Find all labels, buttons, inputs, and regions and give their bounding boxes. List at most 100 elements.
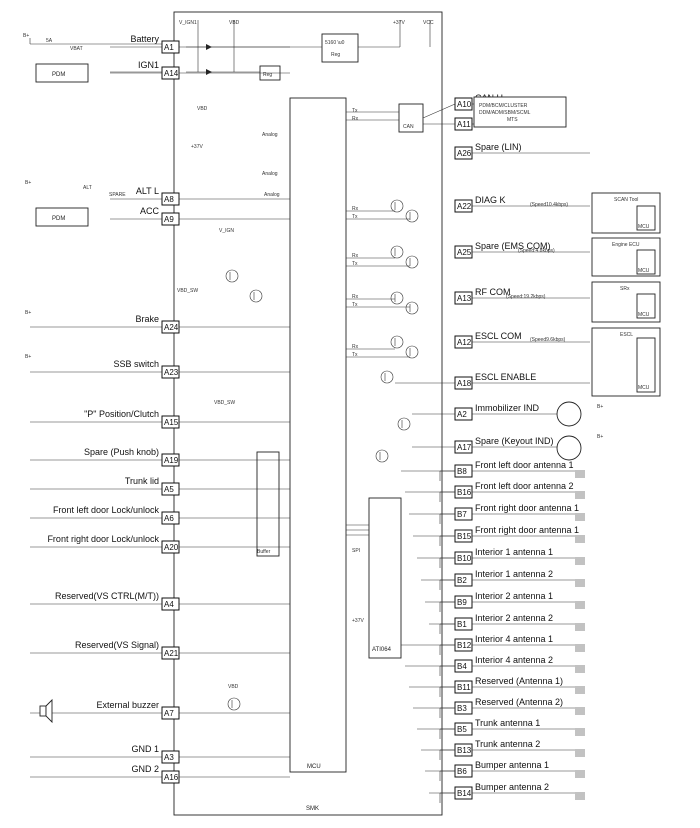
can-bus-line2: DDM/ADM/SBM/SCML — [479, 110, 531, 116]
pin-label: Reserved(VS Signal) — [75, 640, 159, 650]
pin-label: Interior 2 antenna 1 — [475, 591, 553, 601]
mcu-block — [289, 97, 347, 773]
antenna-coil-icon — [575, 491, 585, 499]
pdm-box-acc-label: PDM — [52, 216, 65, 222]
pin-number: A18 — [457, 379, 472, 388]
transistor-icon — [390, 199, 404, 213]
can-bus-line3: MTS — [507, 117, 518, 123]
pin-label: "P" Position/Clutch — [84, 409, 159, 419]
pin-label: Front right door Lock/unlock — [47, 534, 159, 544]
pin-label: IGN1 — [138, 60, 159, 70]
pin-number: A4 — [164, 600, 174, 609]
antenna-coil-icon — [575, 579, 585, 587]
pin-number: A26 — [457, 149, 472, 158]
pin-label: Spare (EMS COM) — [475, 241, 551, 251]
pin-label: Trunk antenna 2 — [475, 739, 540, 749]
pin-label: Brake — [135, 314, 159, 324]
transistor-icon — [390, 335, 404, 349]
regulator-5160-label: 5160 \u0 — [325, 40, 345, 46]
antenna-coil-symbols — [575, 470, 585, 800]
pin-label: Front left door antenna 2 — [475, 481, 574, 491]
pin-label: GND 1 — [131, 744, 159, 754]
rail-vcc-top: VCC — [423, 20, 434, 26]
transistor-icon — [380, 370, 394, 384]
antenna-coil-icon — [575, 665, 585, 673]
escl-speed: (Speed9.6kbps) — [530, 337, 566, 343]
rail-vbd-buzzer: VBD — [228, 684, 239, 690]
srx-label: SRx — [620, 286, 630, 292]
left-pin-a15: A15"P" Position/Clutch — [30, 409, 290, 429]
pin-label: Trunk lid — [125, 476, 159, 486]
pin-number: A25 — [457, 248, 472, 257]
pin-number: B7 — [457, 510, 467, 519]
rail-vbd-analog: VBD — [197, 106, 208, 112]
srx-mcu-label: MCU — [638, 312, 650, 318]
left-pin-a8: A8 ALT L — [110, 186, 290, 206]
pin-label: SSB switch — [113, 359, 159, 369]
pin-number: A2 — [457, 410, 467, 419]
can-transceiver-block — [398, 103, 424, 133]
antenna-coil-icon — [575, 644, 585, 652]
antenna-coil-icon — [575, 623, 585, 631]
pdm-box-ign — [35, 63, 89, 83]
pin-number: A20 — [164, 543, 179, 552]
bplus-brake: B+ — [25, 310, 31, 316]
pin-label: Front left door antenna 1 — [475, 460, 574, 470]
engine-ecu-mcu-label: MCU — [638, 268, 650, 274]
left-pin-a3: A3 GND 1 — [30, 744, 290, 764]
pin-label: Trunk antenna 1 — [475, 718, 540, 728]
antenna-coil-icon — [575, 707, 585, 715]
antenna-coil-icon — [575, 513, 585, 521]
can-transceiver-label: CAN — [403, 124, 414, 130]
antenna-coil-icon — [575, 535, 585, 543]
pin-number: A21 — [164, 649, 179, 658]
bplus-battery: B+ — [23, 33, 29, 39]
left-pin-a20: A20 Front right door Lock/unlock — [30, 534, 290, 554]
pin-number: A3 — [164, 753, 174, 762]
pin-label: RF COM — [475, 287, 511, 297]
pin-number: A22 — [457, 202, 472, 211]
pin-label: Immobilizer IND — [475, 403, 540, 413]
pin-label: Reserved (Antenna 1) — [475, 676, 563, 686]
pin-label: Interior 2 antenna 2 — [475, 613, 553, 623]
transistor-icon — [390, 291, 404, 305]
antenna-coil-icon — [575, 792, 585, 800]
rail-spare: SPARE — [109, 192, 126, 198]
transistor-icon — [405, 345, 419, 359]
pin-number: A8 — [164, 195, 174, 204]
input-buffer-block — [256, 451, 280, 557]
pin-number: B2 — [457, 576, 467, 585]
regulator-ign-label: Reg — [263, 72, 272, 78]
pin-label: ESCL ENABLE — [475, 372, 536, 382]
diag-speed: (Speed10.4kbps) — [530, 202, 568, 208]
rx-label: Rx — [352, 294, 359, 300]
antenna-coil-icon — [575, 770, 585, 778]
pin-number: A13 — [457, 294, 472, 303]
analog-label-1: Analog — [262, 132, 278, 138]
rail-fuse: 5A — [46, 38, 53, 44]
pin-number: A24 — [164, 323, 179, 332]
transistor-icon — [405, 301, 419, 315]
rail-v-ign: V_IGN — [219, 228, 234, 234]
analog-label-2: Analog — [262, 171, 278, 177]
pin-number: A7 — [164, 709, 174, 718]
pin-number: A11 — [457, 120, 471, 129]
left-pin-a24: A24 Brake — [30, 314, 290, 334]
transistor-icon — [225, 269, 239, 283]
engine-ecu-label: Engine ECU — [612, 242, 640, 248]
can-bus-box — [473, 96, 567, 128]
pin-label: ALT L — [136, 186, 159, 196]
